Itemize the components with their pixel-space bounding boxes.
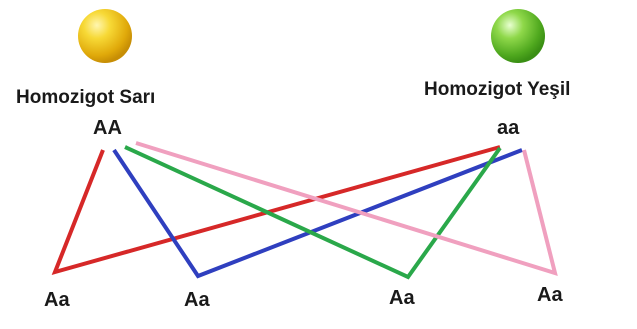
offspring-label-2: Aa bbox=[184, 290, 210, 310]
right-parent-genotype: aa bbox=[497, 118, 519, 138]
green-cross-line bbox=[125, 147, 500, 277]
offspring-label-3: Aa bbox=[389, 288, 415, 308]
yellow-pea-icon bbox=[78, 9, 132, 63]
offspring-label-1: Aa bbox=[44, 290, 70, 310]
green-pea-icon bbox=[491, 9, 545, 63]
right-parent-title: Homozigot Yeşil bbox=[424, 80, 570, 99]
left-parent-genotype: AA bbox=[93, 118, 122, 138]
left-parent-title: Homozigot Sarı bbox=[16, 88, 155, 107]
offspring-label-4: Aa bbox=[537, 285, 563, 305]
red-cross-line bbox=[55, 147, 500, 272]
